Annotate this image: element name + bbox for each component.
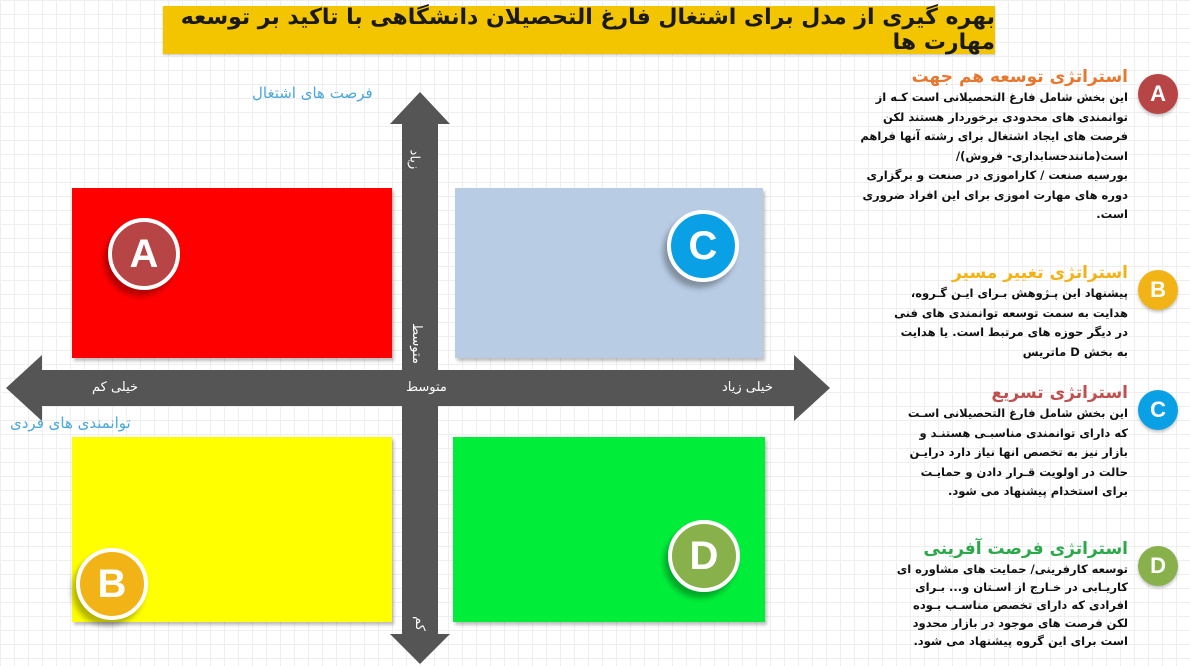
page-title: بهره گیری از مدل برای اشتغال فارغ التحصی… [163,5,995,55]
y-axis-mid-label: متوسط [408,323,424,364]
strategy-d-title: استراتژی فرصت آفرینی [923,539,1128,559]
strategy-b: B استراتژی تغییر مسیر پیشنهاد این پـژوهش… [822,262,1178,362]
strategy-c-title: استراتژی تسریع [991,383,1128,403]
strategy-b-body: پیشنهاد این پـژوهش بـرای ایـن گـروه، هدا… [894,286,1128,359]
strategy-c-badge: C [1138,390,1178,430]
y-axis-high-label: زیاد [406,149,422,170]
strategy-a-body: این بخش شامل فارغ التحصیلانی است کـه از … [860,90,1128,221]
vertical-axis-arrow [390,92,450,664]
strategy-b-title: استراتژی تغییر مسیر [951,263,1128,283]
x-axis-low-label: خیلی کم [92,380,139,395]
strategy-d-body: توسعه کارفرینی/ حمایت های مشاوره ای کاری… [896,562,1128,648]
strategy-d: D استراتژی فرصت آفرینی توسعه کارفرینی/ ح… [822,538,1178,650]
strategy-a-badge: A [1138,74,1178,114]
strategy-c-body: این بخش شامل فارغ التحصیلانی اسـت که دار… [907,406,1128,498]
quadrant-d-badge: D [668,520,740,592]
x-axis-high-label: خیلی زیاد [722,380,773,395]
x-axis-mid-label: متوسط [406,380,447,395]
strategy-a-title: استراتژی توسعه هم جهت [911,67,1128,87]
quadrant-b-badge: B [76,548,148,620]
y-axis-low-label: کم [411,616,427,631]
y-axis-title: فرصت های اشتغال [252,84,373,102]
strategy-c: C استراتژی تسریع این بخش شامل فارغ التحص… [822,382,1178,502]
quadrant-c-badge: C [667,210,739,282]
strategy-b-badge: B [1138,270,1178,310]
strategy-d-badge: D [1138,546,1178,586]
quadrant-a-badge: A [108,218,180,290]
strategy-a: A استراتژی توسعه هم جهت این بخش شامل فار… [822,66,1178,225]
